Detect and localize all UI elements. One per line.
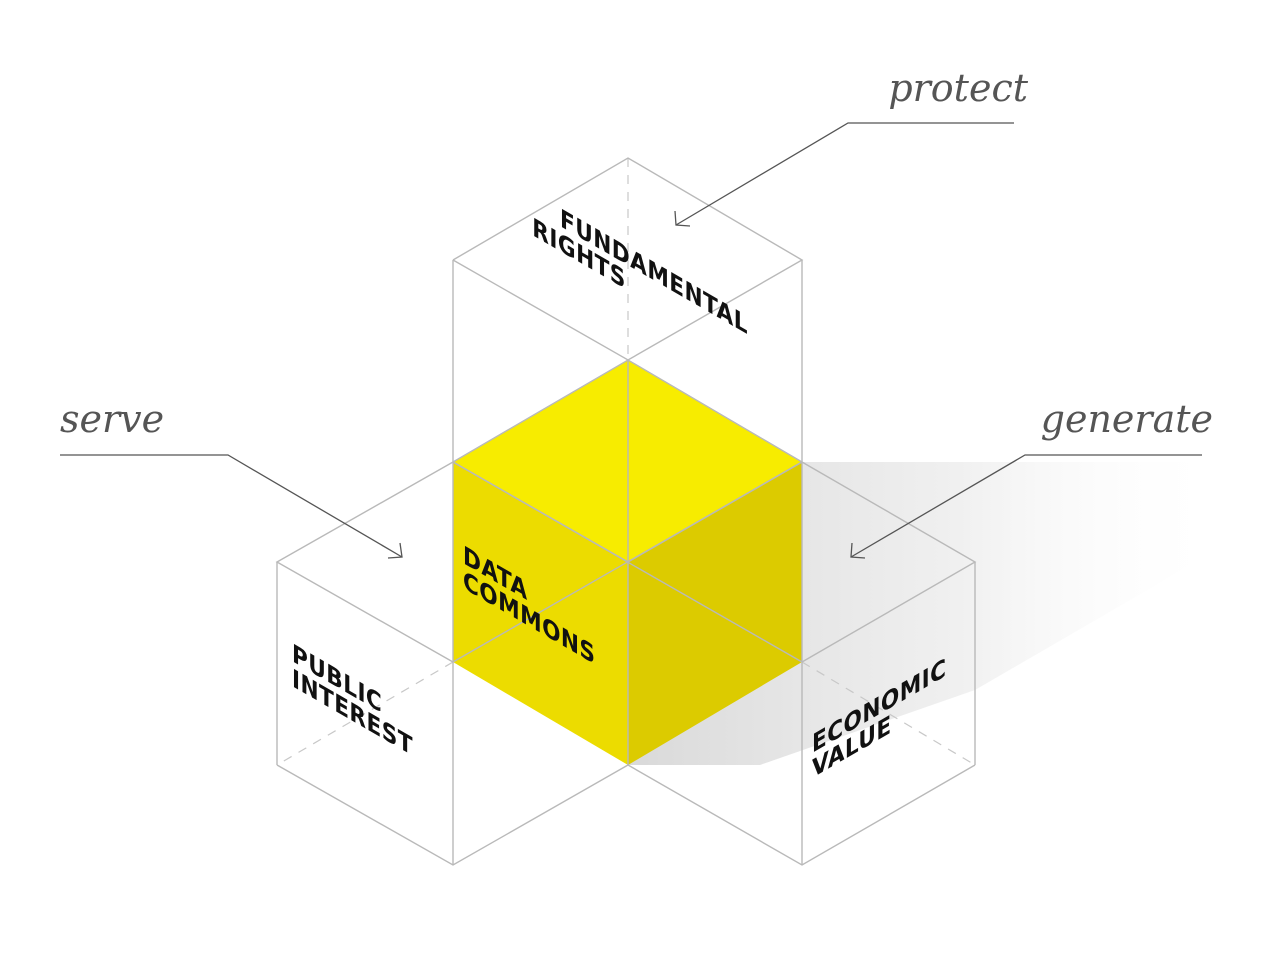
protect-arrow-icon (674, 210, 691, 227)
wireframe-edges (275, 157, 977, 866)
protect-callout: protect (674, 66, 1029, 227)
protect-leader-line (675, 122, 1014, 226)
serve-callout: serve (60, 397, 403, 559)
generate-callout: generate (850, 397, 1213, 559)
protect-label: protect (888, 66, 1028, 110)
serve-arrow-icon (387, 542, 403, 559)
serve-leader-line (60, 454, 403, 558)
generate-label: generate (1041, 397, 1213, 441)
fundamental-rights-label: FUNDAMENTAL RIGHTS (532, 203, 748, 341)
generate-arrow-icon (850, 542, 866, 559)
public-interest-label: PUBLIC INTEREST (292, 638, 413, 762)
serve-label: serve (60, 397, 164, 441)
generate-leader-line (850, 454, 1202, 558)
